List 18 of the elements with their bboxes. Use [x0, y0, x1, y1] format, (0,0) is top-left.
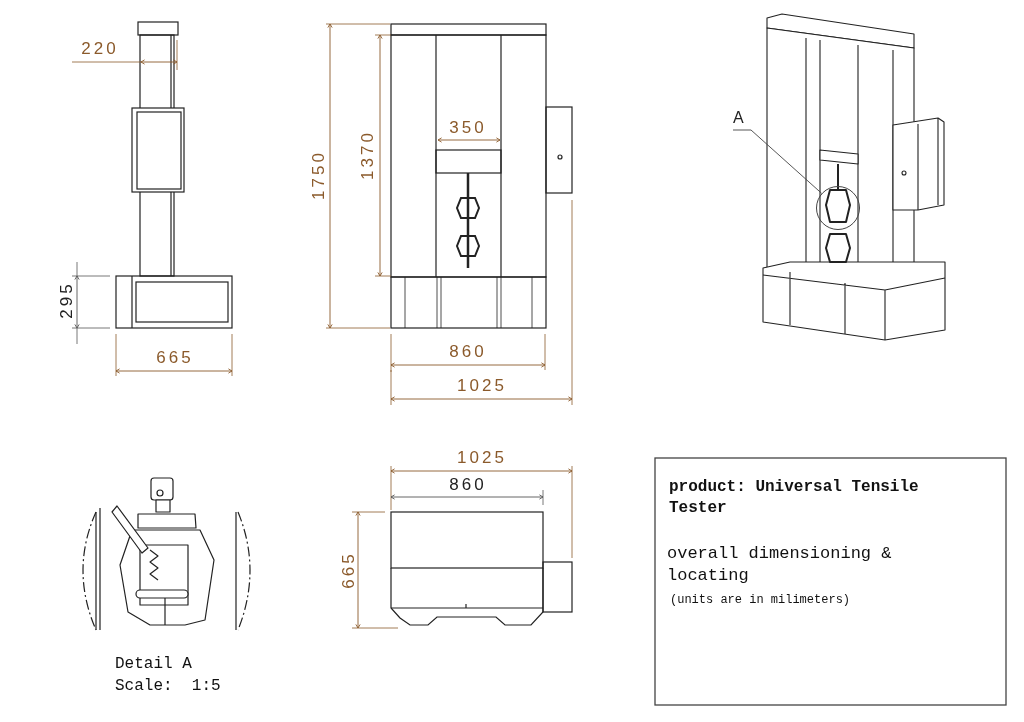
dimension-text: 665	[339, 551, 357, 589]
dimension-text: 1025	[456, 448, 508, 466]
product-title: product: Universal Tensile Tester	[669, 477, 920, 519]
callout-letter: A	[733, 108, 747, 128]
drawing-subtitle: overall dimensioning & locating	[667, 543, 893, 587]
dimension-text: 1750	[309, 149, 327, 201]
detail-caption: Scale: 1:5	[115, 678, 221, 694]
dimension-text: 860	[449, 342, 487, 360]
leader-line	[732, 129, 823, 194]
detail-caption: Detail A	[115, 656, 192, 672]
dimension-text: 1025	[456, 376, 508, 394]
dimension-text: 860	[449, 475, 487, 493]
dimension-text: 1370	[358, 129, 376, 181]
dimension-text: 220	[81, 39, 119, 57]
dimension-text: 295	[57, 281, 75, 319]
dimension-text: 350	[449, 118, 487, 136]
units-note: (units are in milimeters)	[670, 592, 851, 609]
dimension-text: 665	[156, 348, 194, 366]
